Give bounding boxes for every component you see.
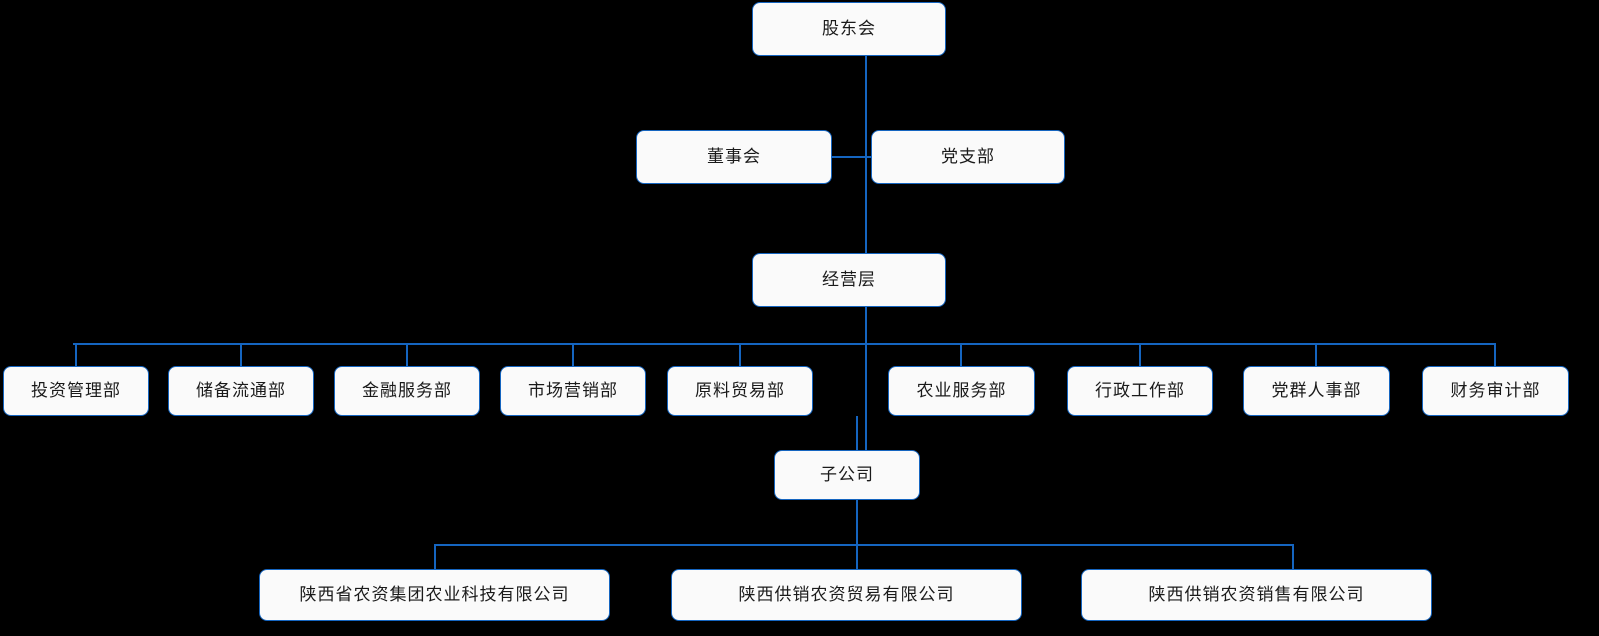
connector-drop-sub-3 [1292, 544, 1294, 570]
connector-drop-dept-7 [1139, 343, 1141, 366]
org-node-subsidiaries[interactable]: 子公司 [774, 450, 920, 500]
connector-trunk-management-to-depts [865, 307, 867, 450]
org-node-management[interactable]: 经营层 [752, 253, 946, 307]
org-node-dept-raw-trade[interactable]: 原料贸易部 [667, 366, 813, 416]
connector-drop-dept-5 [739, 343, 741, 366]
connector-bar-board-party [832, 156, 872, 158]
connector-drop-dept-6 [960, 343, 962, 366]
connector-drop-sub-1 [434, 544, 436, 570]
org-node-dept-agri-service[interactable]: 农业服务部 [888, 366, 1035, 416]
connector-drop-dept-9 [1494, 343, 1496, 366]
org-node-dept-admin[interactable]: 行政工作部 [1067, 366, 1213, 416]
connector-bar-departments [73, 343, 1496, 345]
org-node-dept-finance-service[interactable]: 金融服务部 [334, 366, 480, 416]
org-node-sub-sales[interactable]: 陕西供销农资销售有限公司 [1081, 569, 1432, 621]
org-node-dept-marketing[interactable]: 市场营销部 [500, 366, 646, 416]
org-node-dept-party-hr[interactable]: 党群人事部 [1243, 366, 1390, 416]
connector-drop-dept-2 [240, 343, 242, 366]
connector-drop-dept-1 [75, 343, 77, 366]
org-node-dept-investment[interactable]: 投资管理部 [3, 366, 149, 416]
org-node-sub-trade[interactable]: 陕西供销农资贸易有限公司 [671, 569, 1022, 621]
connector-drop-dept-4 [572, 343, 574, 366]
connector-drop-dept-8 [1315, 343, 1317, 366]
org-node-dept-storage[interactable]: 储备流通部 [168, 366, 314, 416]
org-node-party-branch[interactable]: 党支部 [871, 130, 1065, 184]
org-node-shareholders[interactable]: 股东会 [752, 2, 946, 56]
connector-bar-subsidiaries [434, 544, 1294, 546]
org-node-sub-agri-tech[interactable]: 陕西省农资集团农业科技有限公司 [259, 569, 610, 621]
org-node-board[interactable]: 董事会 [636, 130, 832, 184]
connector-drop-dept-3 [406, 343, 408, 366]
org-node-dept-audit[interactable]: 财务审计部 [1422, 366, 1569, 416]
connector-trunk-shareholders-to-management [865, 56, 867, 253]
